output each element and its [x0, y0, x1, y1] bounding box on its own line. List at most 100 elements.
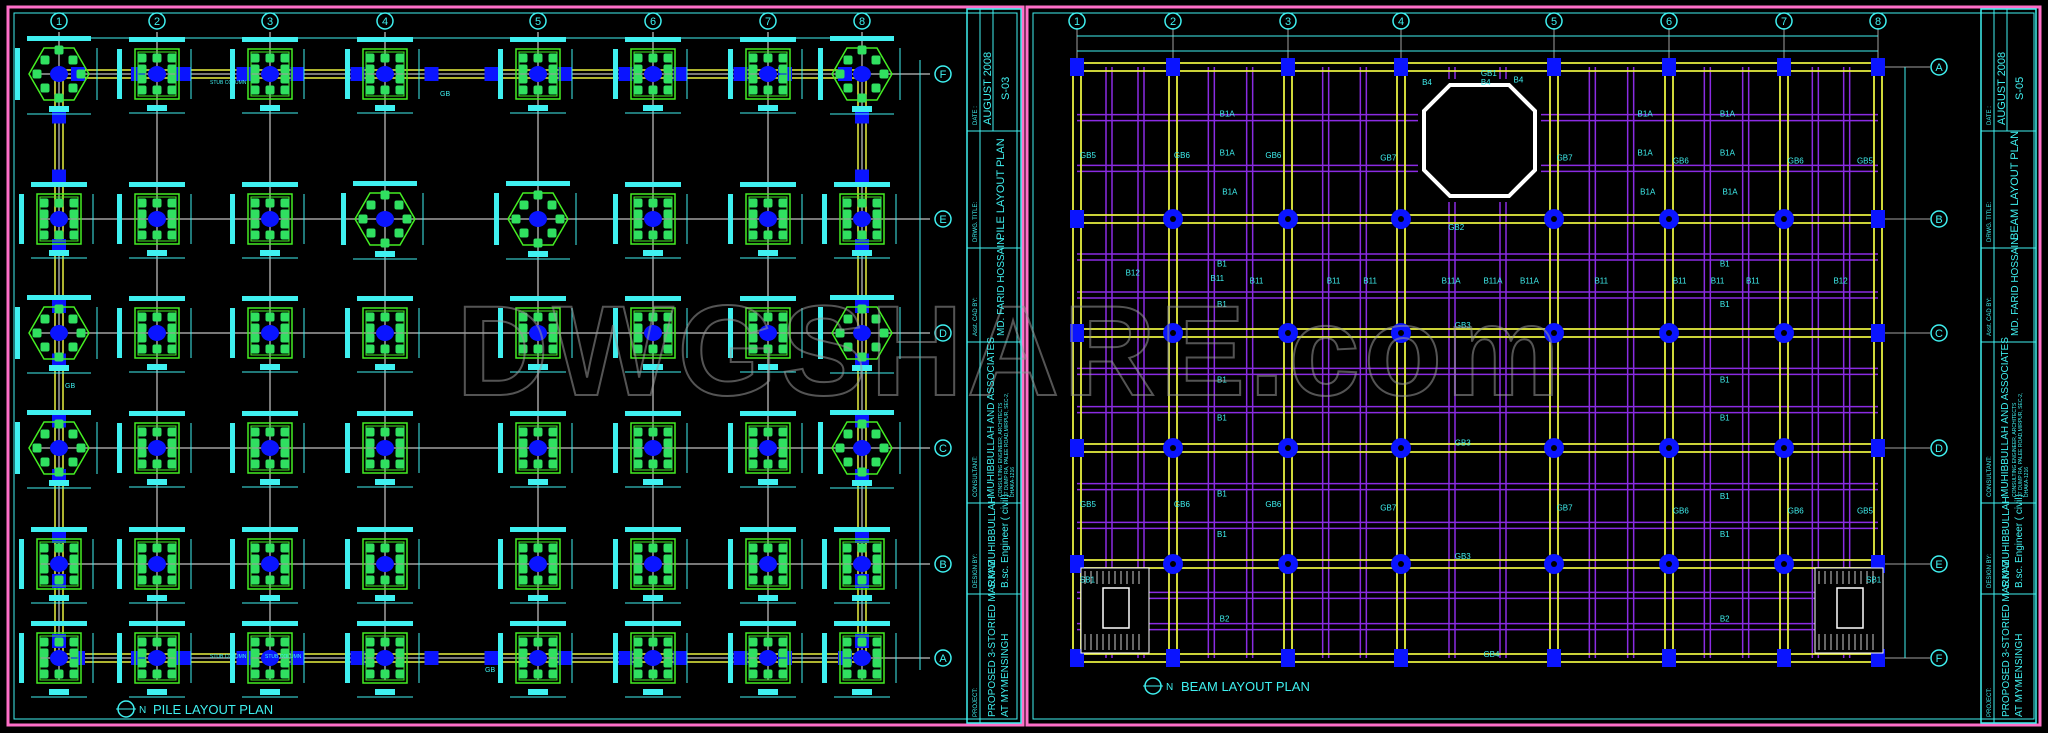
date-value: AUGUST 2008 [982, 52, 994, 125]
cap-dimension [528, 364, 548, 370]
consultant-line: 37 DUMP RA, PALEE ROAD,MIRPUR, SEC-2, [2018, 393, 2024, 497]
pile [533, 312, 543, 322]
cap-dimension [852, 250, 872, 256]
pile [250, 323, 260, 333]
axis-bubble [1930, 210, 1948, 228]
axis-label-x: 1 [1074, 16, 1080, 28]
pile-cap-outline [518, 635, 558, 681]
pile [39, 637, 49, 647]
pile [76, 443, 86, 453]
pile-cap-outline [630, 193, 676, 245]
consultant-label: CONSULTANT: [973, 456, 979, 497]
beam-label: GB5 [1857, 156, 1874, 165]
axis-label-x: 2 [154, 16, 160, 28]
cap-dimension [147, 364, 167, 370]
inner-border [1032, 12, 2035, 720]
pile-cap [15, 295, 98, 374]
pile [548, 53, 558, 63]
pile [842, 198, 852, 208]
cap-dimension [818, 48, 823, 100]
pile [395, 554, 405, 564]
pile [380, 344, 390, 354]
pile [548, 575, 558, 585]
pile-cap-outline [354, 192, 416, 246]
pile [548, 564, 558, 574]
project-value: PROPOSED 3-STORIED MARKAZ [2001, 560, 2012, 717]
pile [54, 637, 64, 647]
pile [366, 228, 376, 238]
pile [167, 648, 177, 658]
pile [39, 648, 49, 658]
pile-cap-outline [247, 632, 293, 684]
beam-label: GB1 [1481, 69, 1498, 78]
pile [250, 312, 260, 322]
pile-cap-outline [134, 193, 180, 245]
pile [69, 230, 79, 240]
cap-dimension [129, 621, 185, 626]
pile-cap-outline [515, 538, 561, 590]
pile [533, 669, 543, 679]
axis-bubble [934, 65, 952, 83]
pile [518, 637, 528, 647]
axis-bubble [1068, 12, 1086, 30]
pile-cap-outline [839, 193, 885, 245]
pile [137, 209, 147, 219]
cap-dimension [852, 106, 872, 112]
pile [395, 333, 405, 343]
pile [395, 323, 405, 333]
cap-dimension [528, 479, 548, 485]
column [1871, 58, 1885, 76]
beam-label: B1A [1720, 109, 1736, 118]
stub-column [855, 169, 869, 184]
cap-dimension [147, 689, 167, 695]
cap-dimension [49, 250, 69, 256]
pile [763, 669, 773, 679]
stub-column [673, 67, 688, 81]
pile-cap-outline [518, 541, 558, 587]
axis-label-y: A [939, 653, 947, 665]
pile [280, 459, 290, 469]
beam-label: B12 [1833, 276, 1848, 285]
pile [380, 312, 390, 322]
cap-dimension [510, 296, 566, 301]
beam-label: GB4 [1483, 650, 1500, 659]
pile [265, 427, 275, 437]
pile [40, 55, 50, 65]
beam-label: B11 [1210, 274, 1224, 283]
column [759, 556, 777, 572]
pile [39, 219, 49, 229]
pile [648, 669, 658, 679]
pile [365, 344, 375, 354]
beam-label: B11 [1673, 276, 1687, 285]
pile [871, 83, 881, 93]
pile [555, 214, 565, 224]
stub-column [52, 109, 66, 124]
pile [518, 554, 528, 564]
pile [857, 230, 867, 240]
cap-dimension [498, 49, 503, 99]
pile [518, 658, 528, 668]
cap-dimension [27, 410, 91, 415]
column-core [1551, 561, 1557, 567]
pile [54, 230, 64, 240]
pile [69, 648, 79, 658]
axis-label-x: 8 [859, 16, 865, 28]
pile-cap [613, 37, 688, 114]
cap-dimension [117, 539, 122, 589]
pile [280, 648, 290, 658]
pile [663, 219, 673, 229]
design-by-value: S.M MUHIBBULLAH [2001, 496, 2012, 588]
pile-cap [230, 527, 305, 604]
pile-cap-outline [362, 422, 408, 474]
pile-cap-outline [36, 632, 82, 684]
column [50, 66, 68, 82]
pile [748, 669, 758, 679]
pile [365, 64, 375, 74]
cad-by-value: MD. FARID HOSSAIN. [996, 235, 1007, 336]
beam-label: B1 [1720, 260, 1730, 269]
beam-label: B11 [1594, 276, 1608, 285]
pile [152, 459, 162, 469]
beam-label: B4 [1481, 78, 1491, 87]
beam-label: B11A [1520, 276, 1540, 285]
pile [548, 312, 558, 322]
